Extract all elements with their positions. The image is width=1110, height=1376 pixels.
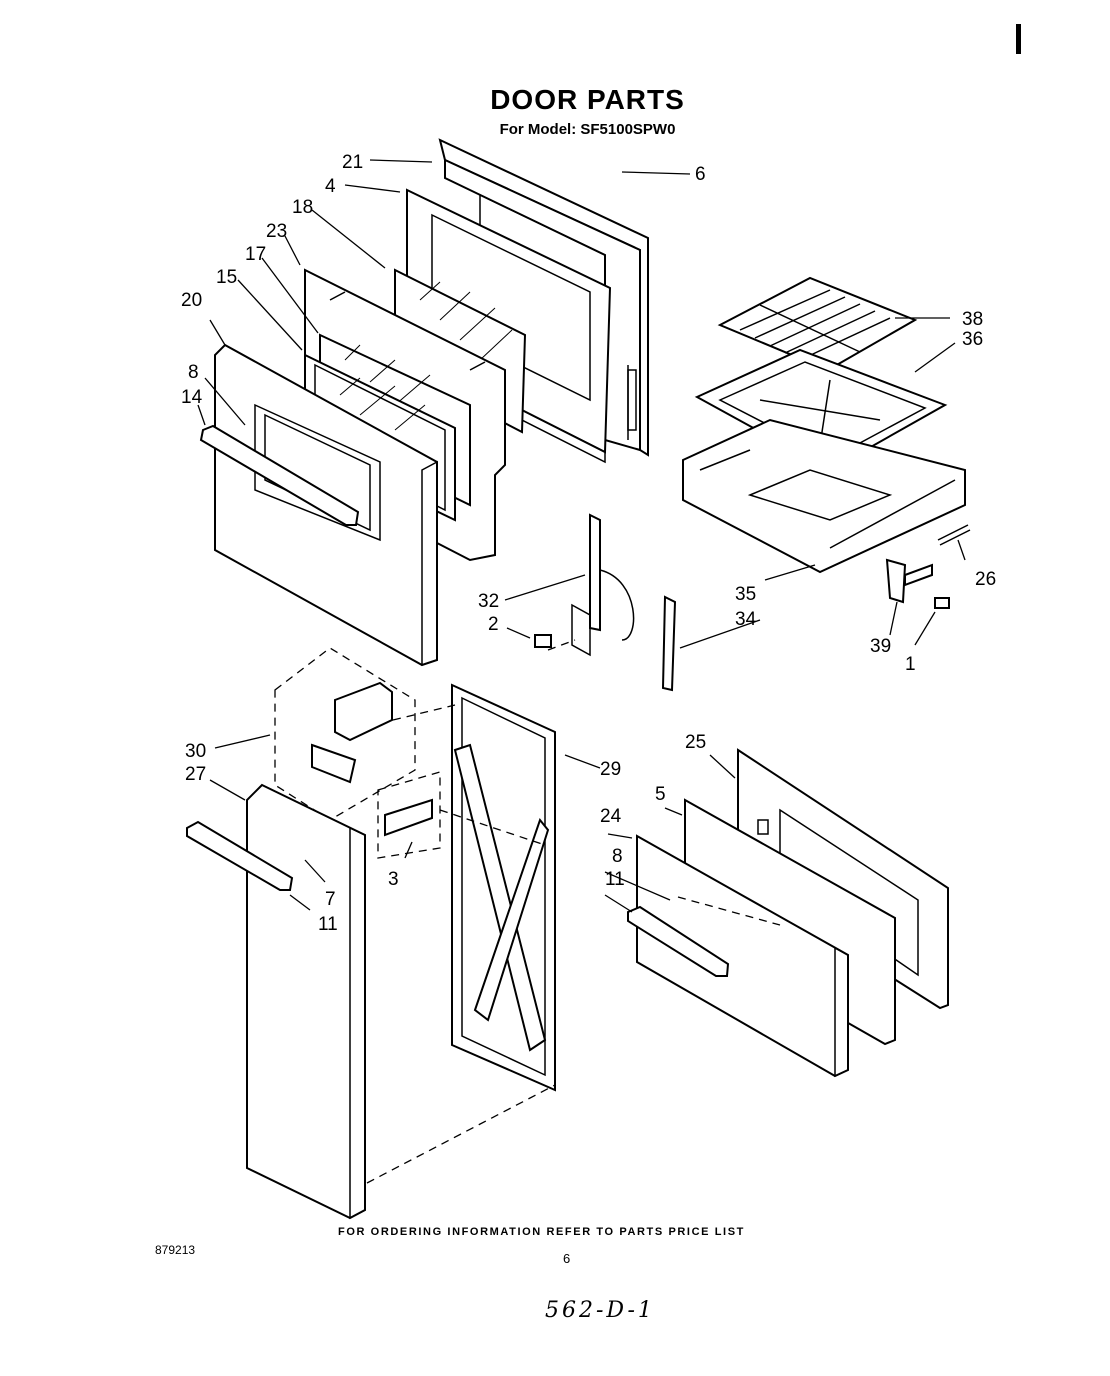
part-handle-drawer	[627, 905, 730, 977]
callout-23: 23	[266, 221, 287, 242]
callout-3: 3	[388, 869, 399, 890]
callout-32: 32	[478, 591, 499, 612]
callout-18: 18	[292, 197, 313, 218]
model-subtitle: For Model: SF5100SPW0	[499, 121, 676, 138]
part-inner-panel-29	[451, 683, 556, 1092]
callout-labels: 21 4 6 18 23 17 15 20 8 14 38 36 35 34 3…	[181, 152, 996, 935]
part-screw-2	[534, 634, 552, 648]
callout-26: 26	[975, 569, 996, 590]
part-handle-upper	[199, 424, 360, 526]
callout-39: 39	[870, 636, 891, 657]
part-lower-door-panel	[246, 783, 366, 1220]
scan-mark	[1016, 24, 1021, 54]
callout-21: 21	[342, 152, 363, 173]
callout-24: 24	[600, 806, 622, 827]
callout-20: 20	[181, 290, 202, 311]
callout-30: 30	[185, 741, 206, 762]
document-number: 879213	[155, 1243, 196, 1257]
part-hinge-kit-30	[274, 647, 416, 821]
callout-14: 14	[181, 387, 203, 408]
callout-35: 35	[735, 584, 756, 605]
callout-6: 6	[695, 164, 706, 185]
callout-38: 38	[962, 309, 983, 330]
part-latch-bracket	[885, 558, 933, 604]
handwritten-note: 562-D-1	[545, 1298, 655, 1323]
page-title: DOOR PARTS	[490, 84, 685, 115]
part-hinge-34	[661, 595, 677, 692]
callout-27: 27	[185, 764, 206, 785]
callout-7: 7	[325, 889, 336, 910]
page-number: 6	[563, 1251, 571, 1266]
part-drawer-front	[636, 834, 849, 1078]
callout-36: 36	[962, 329, 983, 350]
part-broiler-grid	[717, 276, 918, 372]
callout-29: 29	[600, 759, 621, 780]
callout-17: 17	[245, 244, 266, 265]
callout-15: 15	[216, 267, 237, 288]
part-bracket-3	[377, 771, 441, 859]
assembly-guide-lines	[366, 639, 781, 1184]
callout-11-drawer: 11	[605, 869, 625, 890]
callout-2: 2	[488, 614, 499, 635]
callout-11-lower: 11	[318, 914, 338, 935]
callout-8-upper: 8	[188, 362, 199, 383]
ordering-note: FOR ORDERING INFORMATION REFER TO PARTS …	[338, 1226, 745, 1238]
part-broiler-drawer	[682, 418, 966, 574]
callout-4: 4	[325, 176, 336, 197]
part-handle-lower	[186, 820, 294, 891]
part-spring	[937, 524, 971, 546]
callout-34: 34	[735, 609, 757, 630]
part-hinge-32	[571, 513, 635, 657]
part-screw-1	[934, 597, 950, 609]
callout-1: 1	[905, 654, 916, 675]
leader-lines	[197, 159, 966, 913]
callout-5: 5	[655, 784, 666, 805]
callout-25: 25	[685, 732, 706, 753]
callout-8-drawer: 8	[612, 846, 623, 867]
